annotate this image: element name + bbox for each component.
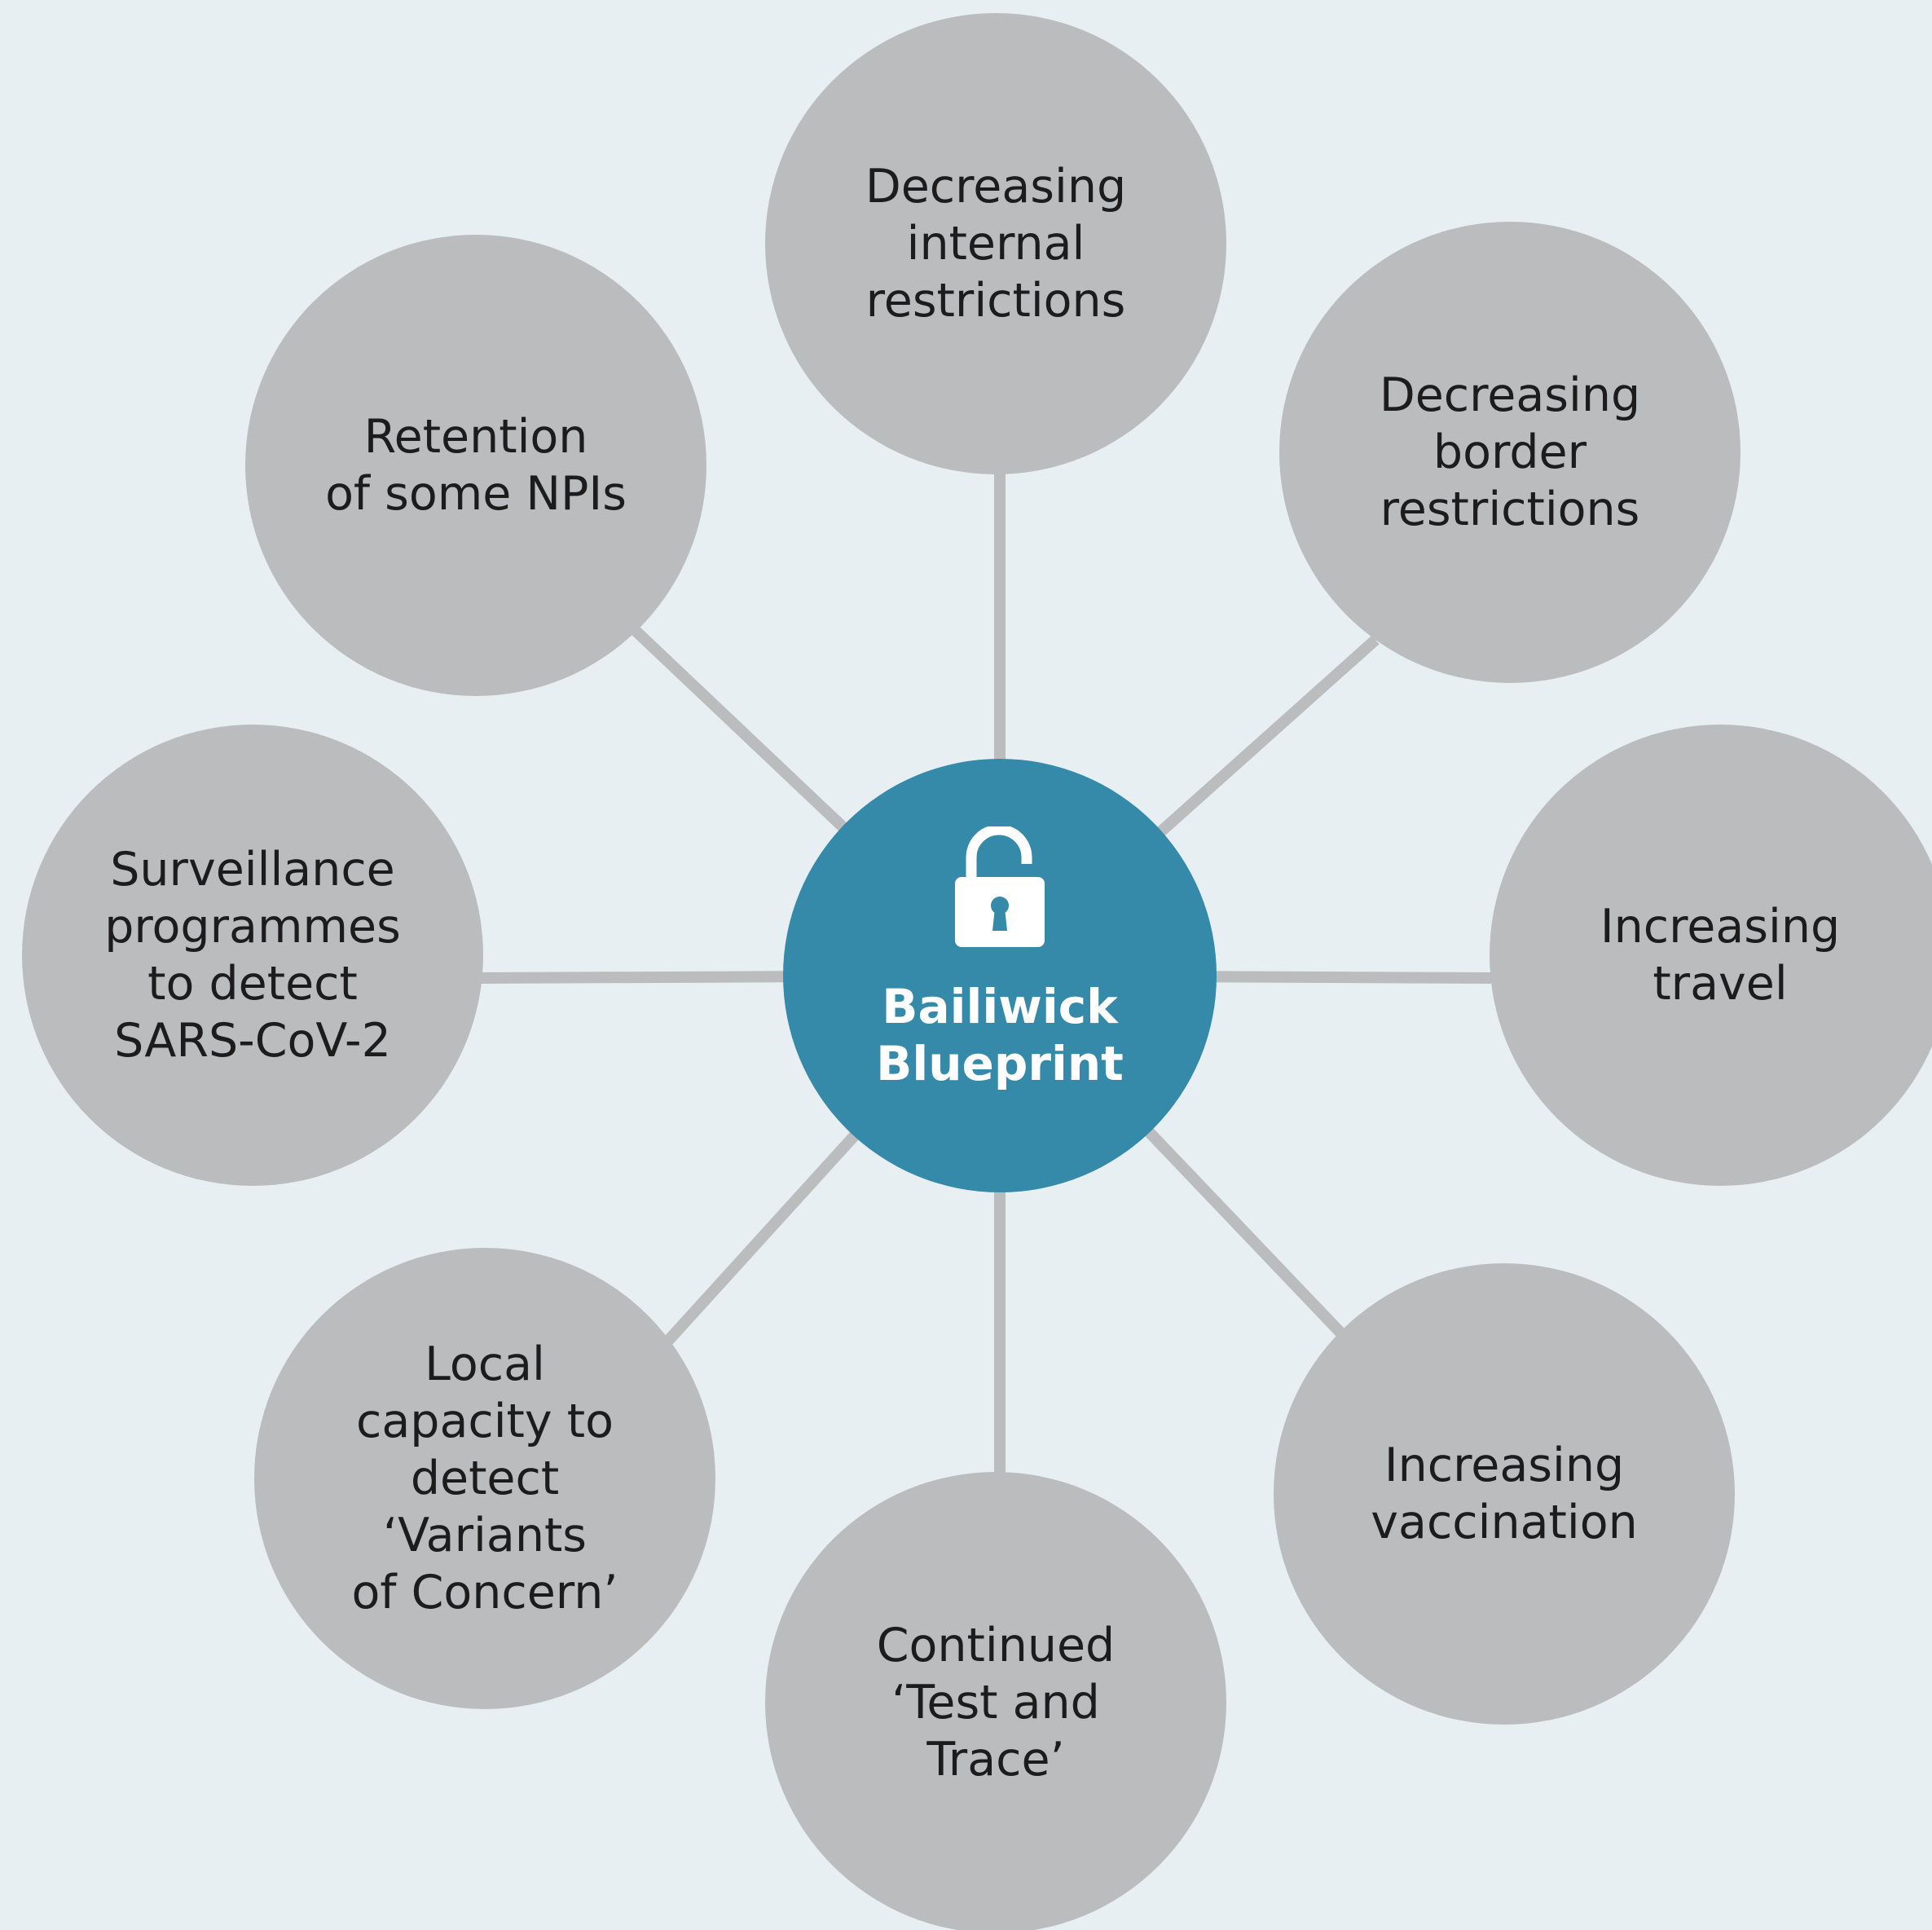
node-retention-of-npis: Retention of some NPIs [245, 235, 706, 696]
node-label: Increasing vaccination [1371, 1439, 1638, 1549]
hub-title: Bailiwick Blueprint [876, 979, 1124, 1091]
node-decreasing-border-restrictions: Decreasing border restrictions [1279, 222, 1741, 683]
node-increasing-vaccination: Increasing vaccination [1274, 1263, 1735, 1725]
node-label: Surveillance programmes to detect SARS-C… [104, 843, 401, 1068]
node-increasing-travel: Increasing travel [1490, 725, 1932, 1186]
node-label: Retention of some NPIs [325, 410, 627, 521]
node-decreasing-internal-restrictions: Decreasing internal restrictions [765, 13, 1226, 474]
node-surveillance-programmes: Surveillance programmes to detect SARS-C… [22, 725, 483, 1186]
node-label: Increasing travel [1600, 900, 1841, 1011]
node-continued-test-and-trace: Continued ‘Test and Trace’ [765, 1472, 1226, 1930]
hub-bailiwick-blueprint: Bailiwick Blueprint [783, 759, 1217, 1192]
node-local-capacity-variants: Local capacity to detect ‘Variants of Co… [254, 1248, 715, 1709]
node-label: Local capacity to detect ‘Variants of Co… [351, 1337, 618, 1619]
node-label: Continued ‘Test and Trace’ [876, 1619, 1116, 1787]
node-label: Decreasing internal restrictions [865, 160, 1127, 328]
unlocked-padlock-icon [955, 826, 1045, 947]
node-label: Decreasing border restrictions [1379, 368, 1641, 536]
